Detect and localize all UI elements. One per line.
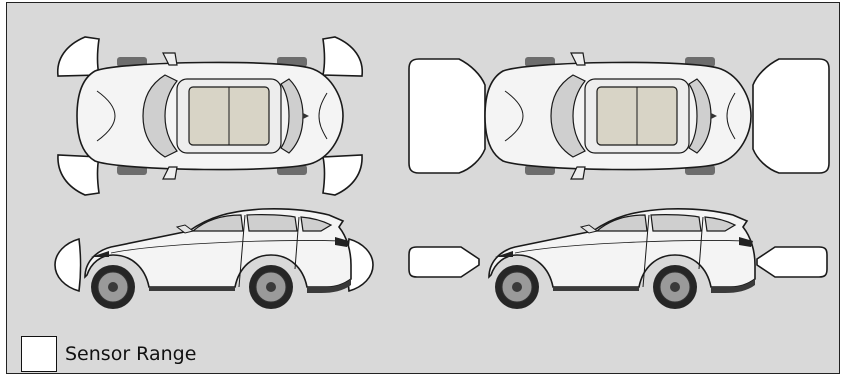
car-top-view-2	[485, 53, 751, 179]
car-side-view-1	[85, 209, 351, 309]
sensor-zone-side-front-wide	[409, 247, 479, 277]
top-view-front-rear-sensors-diagram	[409, 53, 829, 179]
legend-label: Sensor Range	[65, 343, 196, 365]
top-view-corner-sensors-diagram	[58, 37, 363, 195]
sensor-zone-front-left	[58, 37, 99, 76]
car-side-view-2	[489, 209, 755, 309]
sensor-diagram-art	[7, 3, 841, 375]
legend: Sensor Range	[21, 336, 196, 372]
sensor-zone-rear-left	[58, 155, 99, 195]
sensor-zone-front-right	[323, 37, 362, 76]
side-view-narrow-sensors-diagram	[55, 209, 373, 309]
legend-swatch	[21, 336, 57, 372]
sensor-zone-side-rear-wide	[757, 247, 827, 277]
sensor-zone-rear-right	[323, 155, 362, 195]
car-top-view-1	[77, 53, 343, 179]
sensor-zone-side-front	[55, 239, 81, 291]
sensor-diagram-panel: Sensor Range	[6, 2, 840, 374]
sensor-zone-rear-slab	[753, 59, 829, 173]
sensor-zone-front-slab	[409, 59, 485, 173]
side-view-wide-sensors-diagram	[409, 209, 827, 309]
